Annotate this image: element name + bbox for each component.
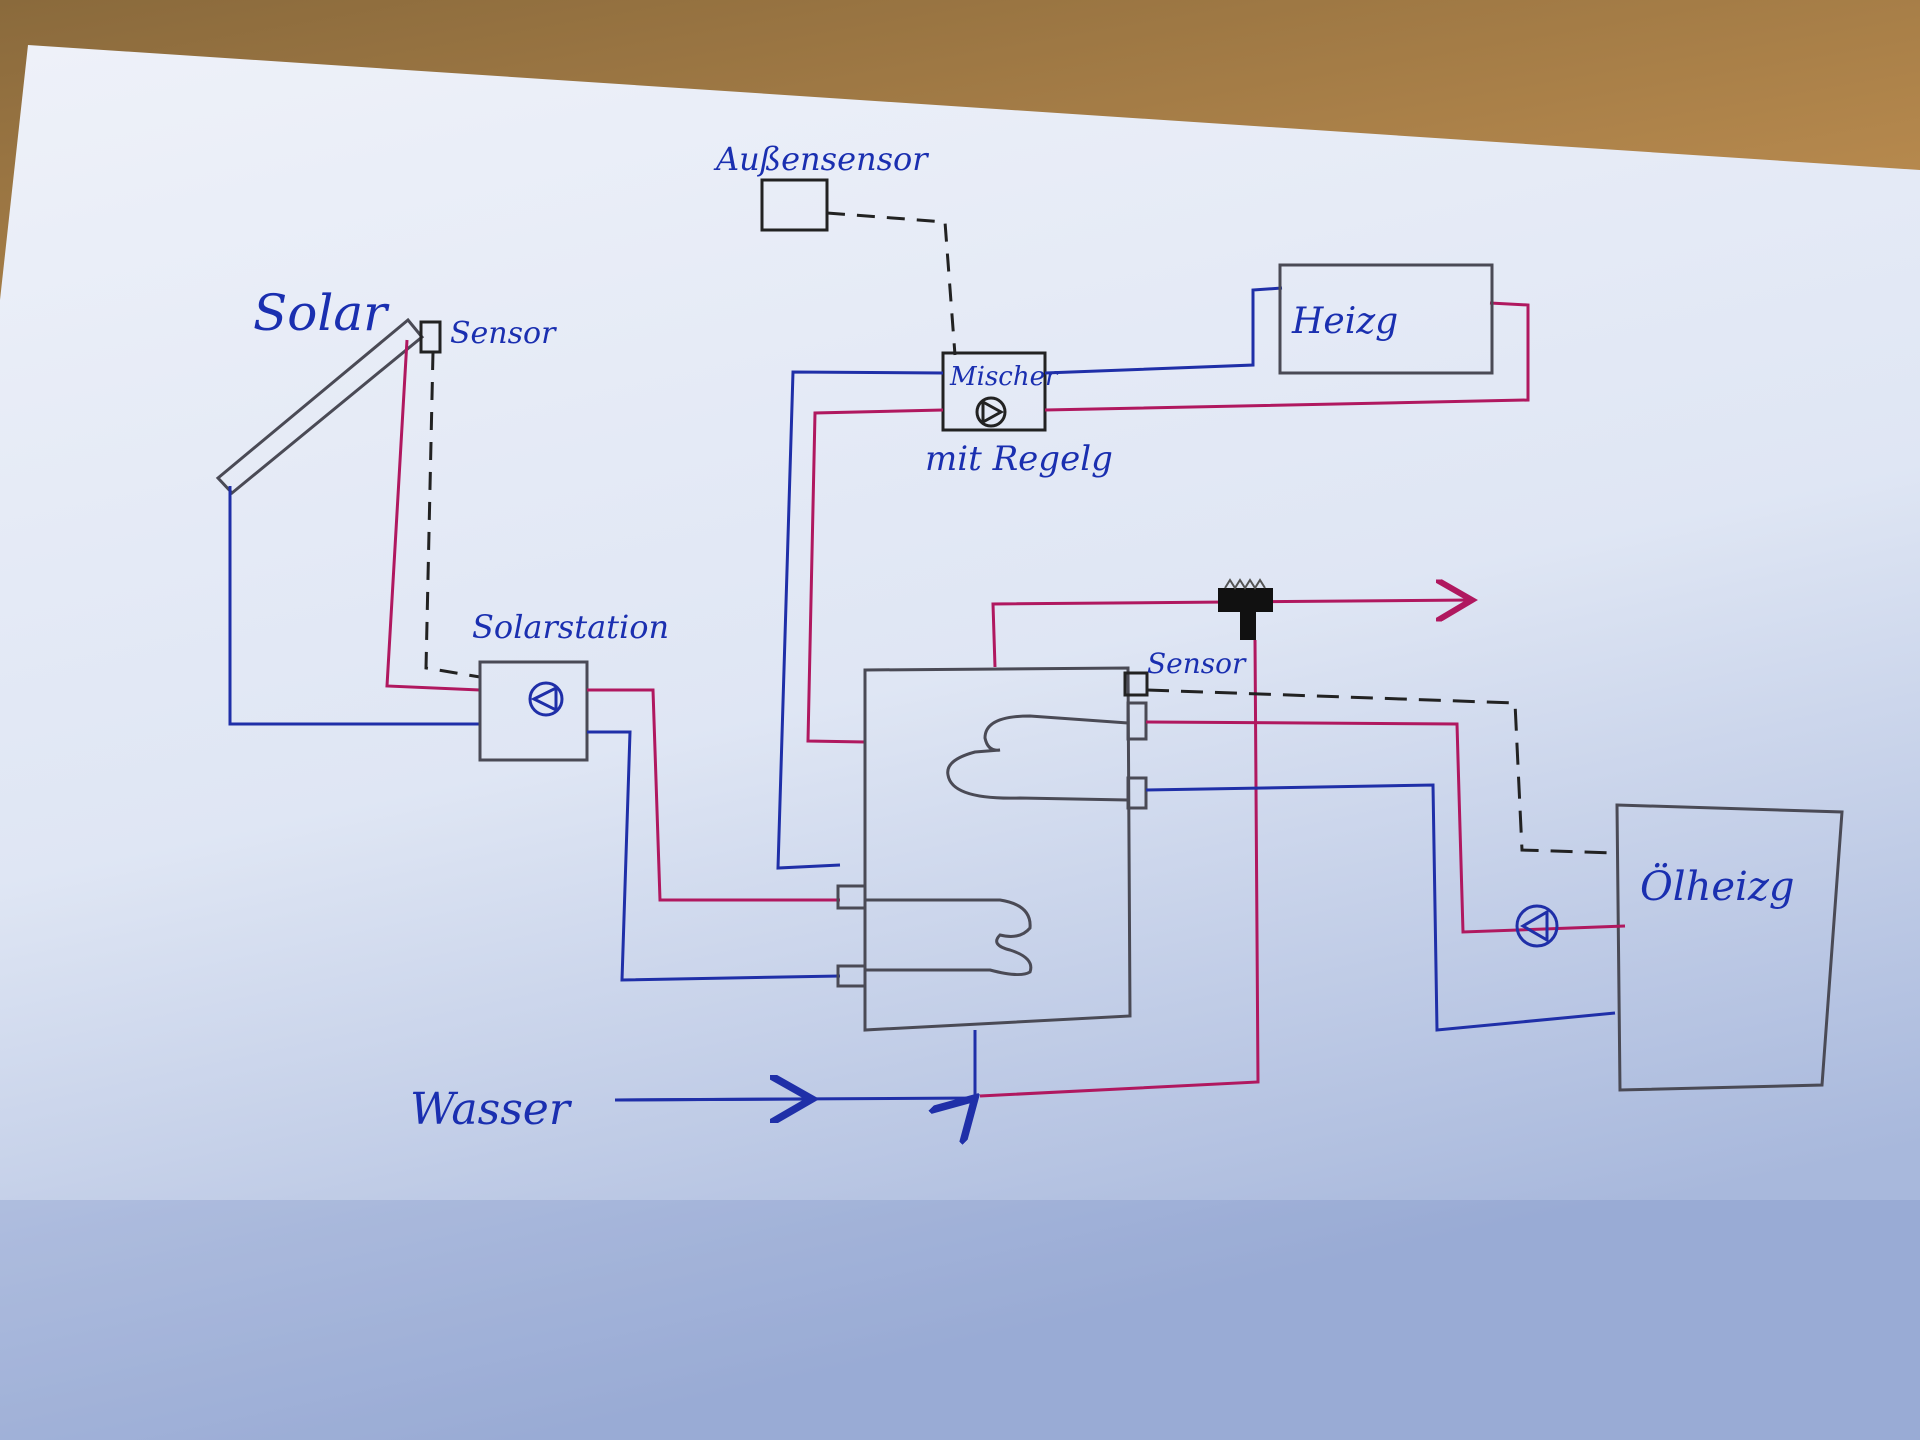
tank-sensor-line xyxy=(1146,688,1616,855)
oil-pump-icon xyxy=(1515,904,1559,948)
tank-port-2 xyxy=(836,964,867,988)
paper-sheet xyxy=(0,45,1920,1440)
label-outdoor-sensor: Außensensor xyxy=(713,140,929,178)
shadow-overlay xyxy=(0,1200,1920,1440)
label-mixer-sub: mit Regelg xyxy=(925,439,1113,479)
lower-heat-exchanger xyxy=(865,898,1033,977)
tank-port-3 xyxy=(1126,701,1148,741)
label-water: Wasser xyxy=(410,1084,573,1135)
heating-return-pipe xyxy=(1044,286,1283,375)
label-collector-sensor: Sensor xyxy=(450,316,557,351)
upper-heat-exchanger xyxy=(946,714,1129,802)
solar-station xyxy=(478,660,589,762)
label-solar: Solar xyxy=(253,284,390,342)
tank-sensor-box xyxy=(1123,671,1149,697)
solar-collector xyxy=(215,317,442,496)
thermostatic-valve xyxy=(1218,578,1273,640)
heating-flow-pipe xyxy=(1044,301,1530,412)
oil-flow-pipe xyxy=(1145,720,1626,934)
label-solar-station: Solarstation xyxy=(472,608,669,646)
cold-water-arrow xyxy=(614,1099,812,1100)
mixer-pump-icon xyxy=(975,396,1007,428)
label-heating: Heizg xyxy=(1291,301,1398,342)
mixer-flow-pipe xyxy=(806,408,944,744)
hot-water-outlet-pipe xyxy=(991,600,1472,668)
coil-return-pipe xyxy=(587,730,841,982)
label-tank-sensor: Sensor xyxy=(1147,647,1247,680)
oil-heating-boiler xyxy=(1615,803,1844,1092)
coil-flow-pipe xyxy=(587,688,840,902)
oil-return-pipe xyxy=(1145,783,1616,1032)
outdoor-sensor-box xyxy=(760,178,829,232)
solar-pump-icon xyxy=(528,681,564,717)
label-oil-heating: Ölheizg xyxy=(1640,863,1795,910)
collector-sensor-box xyxy=(419,320,442,354)
tank-port-4 xyxy=(1126,776,1148,810)
mixer-unit xyxy=(941,351,1047,432)
outdoor-sensor-line xyxy=(826,211,957,356)
heating-radiator xyxy=(1278,263,1494,375)
mixer-return-pipe xyxy=(776,370,944,870)
tank-port-1 xyxy=(836,884,867,910)
storage-tank xyxy=(836,666,1149,1032)
solar-flow-pipe xyxy=(385,339,481,692)
solar-sensor-line xyxy=(424,351,481,679)
label-mixer: Mischer xyxy=(949,362,1059,392)
solar-return-pipe xyxy=(228,486,480,726)
